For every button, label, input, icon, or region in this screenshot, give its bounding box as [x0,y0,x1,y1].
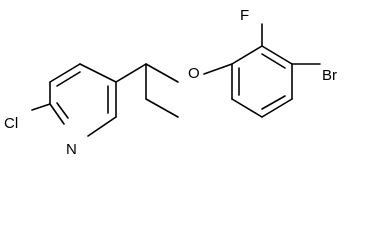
bond-ch2-o [145,63,179,83]
bond-c1-cl [31,103,51,111]
bond-ar5-ar6 [231,98,263,118]
bond-o-ar1 [203,63,233,75]
bond-ar1-ar2 [231,45,263,65]
molecule-structure: Cl N O F Br [4,7,337,155]
bond-ch2-down [145,98,179,118]
bromine-label: Br [322,67,337,84]
double-bond-c1-n [56,102,69,119]
double-bond-ar4-ar5 [261,95,286,110]
bond-ar4-ar5 [261,98,293,118]
bond-c5-c6 [87,116,117,137]
double-bond-c2-c3 [56,71,81,87]
nitrogen-label: N [66,141,77,155]
bond-c1-n [49,103,65,125]
bond-c3-c4 [79,63,117,83]
bond-ring-ch2 [115,63,147,83]
benzene-ring [203,45,293,118]
oxygen-label: O [188,65,200,82]
pyridine-ring [49,63,117,137]
bond-c2-c3 [49,63,81,83]
double-bond-ar2-ar3 [261,53,286,69]
fluorine-label: F [240,7,249,24]
chlorine-label: Cl [4,115,18,132]
bond-ar2-ar3 [261,45,293,65]
